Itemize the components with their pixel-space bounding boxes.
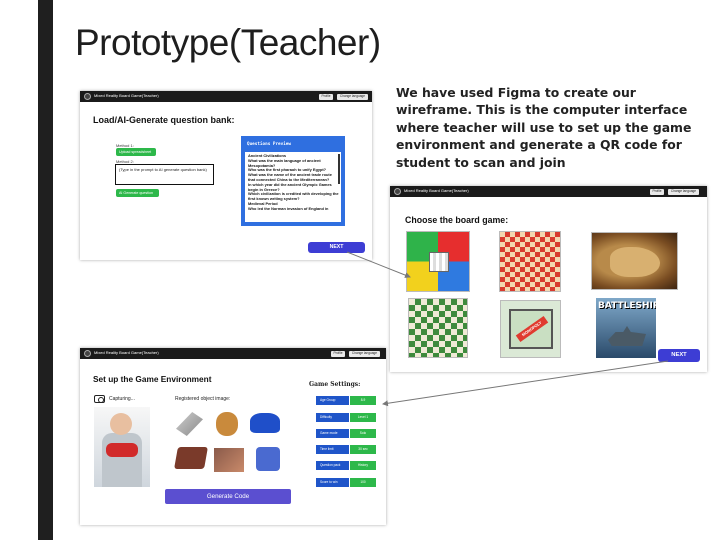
questions-scrollbar[interactable] bbox=[338, 154, 340, 184]
profile-button[interactable]: Profile bbox=[331, 350, 345, 357]
registered-object-image[interactable] bbox=[216, 412, 238, 436]
registered-objects-label: Registered object image: bbox=[175, 396, 231, 402]
risk-game-option[interactable] bbox=[591, 232, 678, 290]
chess-game-option[interactable] bbox=[408, 298, 468, 358]
question-line: What was the main language of ancient bbox=[248, 157, 321, 163]
method2-label: Method 2: bbox=[116, 159, 134, 164]
setting-row[interactable]: Question pack History bbox=[316, 461, 376, 470]
setting-label: Game mode bbox=[316, 429, 349, 438]
setting-row[interactable]: Score to win 100 bbox=[316, 478, 376, 487]
battleship-image bbox=[608, 326, 646, 346]
profile-button[interactable]: Profile bbox=[319, 93, 333, 100]
question-line: Mesopotamia? bbox=[248, 162, 276, 168]
app-header: Mixed Reality Board Game(Teacher) Profil… bbox=[390, 186, 707, 197]
change-language-button[interactable]: Change language bbox=[337, 93, 368, 100]
ai-prompt-input[interactable]: (Type in the prompt to AI generate quest… bbox=[115, 164, 214, 185]
ai-generate-button[interactable]: AI Generate question bbox=[116, 189, 159, 197]
child-face bbox=[110, 413, 132, 435]
question-bank-heading: Load/AI-Generate question bank: bbox=[93, 115, 235, 125]
child-body bbox=[102, 433, 142, 487]
next-button[interactable]: NEXT bbox=[658, 349, 700, 362]
question-line: Medieval Period bbox=[248, 200, 278, 206]
setting-label: Age Group bbox=[316, 396, 349, 405]
app-logo-icon bbox=[84, 93, 91, 100]
question-line: begin in Greece? bbox=[248, 186, 280, 192]
question-bank-screen: Mixed Reality Board Game(Teacher) Profil… bbox=[80, 91, 372, 260]
question-line: first known writing system? bbox=[248, 196, 300, 202]
app-header: Mixed Reality Board Game(Teacher) Profil… bbox=[80, 348, 386, 359]
registered-object-image[interactable] bbox=[250, 413, 280, 433]
app-title: Mixed Reality Board Game(Teacher) bbox=[94, 93, 159, 98]
setting-row[interactable]: Game mode Solo bbox=[316, 429, 376, 438]
setting-row[interactable]: Time limit 30 sec bbox=[316, 445, 376, 454]
next-button[interactable]: NEXT bbox=[308, 242, 365, 253]
questions-preview-title: Questions Preview bbox=[247, 142, 291, 147]
slide-accent-bar bbox=[38, 0, 53, 540]
choose-game-heading: Choose the board game: bbox=[405, 215, 509, 225]
registered-object-image[interactable] bbox=[256, 447, 280, 471]
app-header: Mixed Reality Board Game(Teacher) Profil… bbox=[80, 91, 372, 102]
slide-title: Prototype(Teacher) bbox=[75, 22, 381, 63]
setting-dropdown[interactable]: Solo bbox=[350, 429, 376, 438]
game-environment-screen: Mixed Reality Board Game(Teacher) Profil… bbox=[80, 348, 386, 525]
ludo-game-option[interactable] bbox=[406, 231, 470, 292]
world-map-image bbox=[610, 247, 660, 277]
game-settings-title: Game Settings: bbox=[309, 381, 361, 388]
question-line: Ancient Civilizations bbox=[248, 153, 287, 158]
registered-object-image[interactable] bbox=[176, 412, 203, 436]
setting-label: Difficulty bbox=[316, 413, 349, 422]
setting-label: Question pack bbox=[316, 461, 349, 470]
question-line: In which year did the ancient Olympic Ga… bbox=[248, 181, 332, 187]
app-logo-icon bbox=[84, 350, 91, 357]
camera-capture-preview bbox=[94, 407, 150, 487]
upload-spreadsheet-button[interactable]: Upload spreadsheet bbox=[116, 148, 156, 156]
battleship-title: BATTLESHIP bbox=[598, 301, 656, 311]
camera-icon bbox=[94, 395, 105, 403]
setting-dropdown[interactable]: 8-9 bbox=[350, 396, 376, 405]
app-logo-icon bbox=[394, 188, 401, 195]
question-line: that connected China to the Mediterranea… bbox=[248, 176, 330, 182]
questions-preview-panel: Questions Preview Ancient Civilizations … bbox=[241, 136, 345, 226]
toy-car-object bbox=[106, 443, 138, 457]
question-line: Which civilization is credited with deve… bbox=[248, 191, 339, 197]
change-language-button[interactable]: Change language bbox=[349, 350, 380, 357]
generate-code-button[interactable]: Generate Code bbox=[165, 489, 291, 504]
question-line: What was the name of the ancient trade r… bbox=[248, 172, 332, 178]
app-title: Mixed Reality Board Game(Teacher) bbox=[94, 350, 159, 355]
setting-label: Score to win bbox=[316, 478, 349, 487]
registered-object-image[interactable] bbox=[174, 447, 208, 469]
setting-row[interactable]: Age Group 8-9 bbox=[316, 396, 376, 405]
registered-object-image[interactable] bbox=[214, 448, 244, 472]
ludo-board-center bbox=[429, 252, 449, 272]
questions-list[interactable]: Ancient Civilizations What was the main … bbox=[245, 152, 341, 222]
setting-dropdown[interactable]: Level 1 bbox=[350, 413, 376, 422]
profile-button[interactable]: Profile bbox=[650, 188, 664, 195]
environment-heading: Set up the Game Environment bbox=[93, 374, 212, 384]
question-line: Who was the first pharaoh to unify Egypt… bbox=[248, 167, 327, 173]
capturing-label: Capturing... bbox=[109, 396, 135, 402]
method1-label: Method 1: bbox=[116, 143, 134, 148]
setting-label: Time limit bbox=[316, 445, 349, 454]
slide-description: We have used Figma to create our wirefra… bbox=[396, 85, 692, 170]
battleship-game-option[interactable]: BATTLESHIP bbox=[596, 298, 656, 358]
setting-dropdown[interactable]: 30 sec bbox=[350, 445, 376, 454]
setting-dropdown[interactable]: History bbox=[350, 461, 376, 470]
monopoly-game-option[interactable]: MONOPOLY bbox=[500, 300, 561, 358]
setting-row[interactable]: Difficulty Level 1 bbox=[316, 413, 376, 422]
app-title: Mixed Reality Board Game(Teacher) bbox=[404, 188, 469, 193]
change-language-button[interactable]: Change language bbox=[668, 188, 699, 195]
choose-game-screen: Mixed Reality Board Game(Teacher) Profil… bbox=[390, 186, 707, 372]
question-line: Who led the Norman invasion of England i… bbox=[248, 205, 329, 211]
snakes-and-ladders-option[interactable] bbox=[499, 231, 561, 292]
setting-dropdown[interactable]: 100 bbox=[350, 478, 376, 487]
